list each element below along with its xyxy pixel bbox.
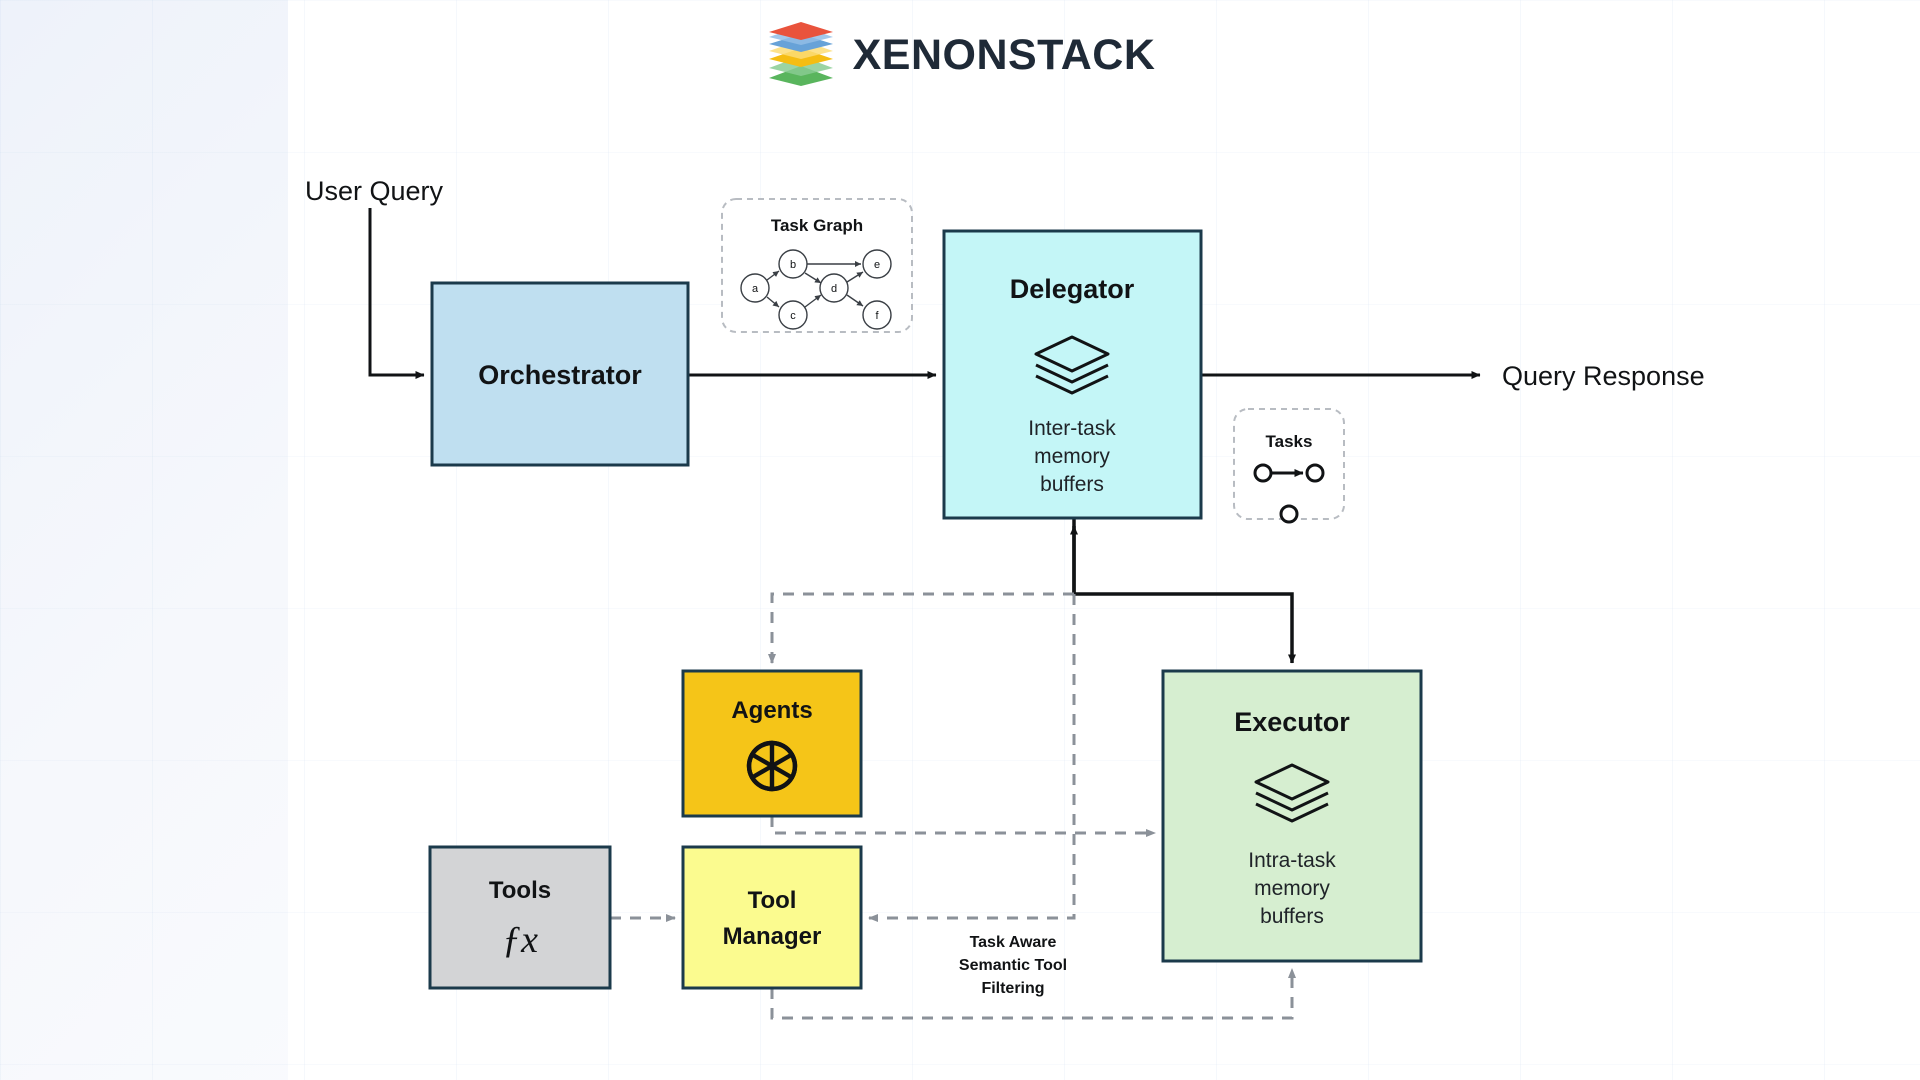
node-agents[interactable]: Agents <box>681 669 863 818</box>
graph-edge-b-d <box>804 272 822 284</box>
tool-manager-box[interactable] <box>681 845 863 990</box>
graph-edge-c-d <box>804 294 822 308</box>
graph-edge-d-f <box>846 294 864 307</box>
tools-box[interactable] <box>428 845 612 990</box>
node-orchestrator[interactable]: Orchestrator <box>430 281 690 467</box>
query-response-label: Query Response <box>1502 361 1705 391</box>
orchestrator-box[interactable] <box>430 281 690 467</box>
delegator-label: Delegator <box>1010 274 1135 304</box>
node-delegator[interactable]: Delegator Inter-task memory buffers <box>942 229 1203 520</box>
openai-swirl-icon <box>746 740 798 792</box>
semantic-filtering-edge-label: Task Aware Semantic Tool Filtering <box>959 934 1067 997</box>
filter-label-line-1: Task Aware <box>970 934 1057 951</box>
task-graph-callout: Task Graph a b c d e f <box>721 198 913 333</box>
task-graph-title: Task Graph <box>771 216 863 235</box>
agents-label: Agents <box>731 697 812 724</box>
tasks-callout-box <box>1233 408 1345 520</box>
graph-node-d <box>819 273 849 303</box>
graph-node-b <box>778 249 808 279</box>
layers-icon <box>1034 335 1110 395</box>
tasks-glyph <box>1253 463 1325 524</box>
graph-node-a-label: a <box>752 283 759 295</box>
executor-label: Executor <box>1234 707 1350 737</box>
edge-delegator-to-agents <box>768 592 1074 664</box>
filter-label-line-3: Filtering <box>981 980 1044 997</box>
graph-node-d-label: d <box>831 283 837 295</box>
graph-node-b-label: b <box>790 259 796 271</box>
graph-node-f-label: f <box>875 310 879 322</box>
graph-node-e-label: e <box>874 259 880 271</box>
edge-filter-to-tool-manager <box>868 594 1076 922</box>
delegator-sub-line-2: memory <box>1034 445 1110 468</box>
brand-header: XENONSTACK <box>0 22 1920 88</box>
fx-icon: ƒx <box>502 919 538 961</box>
node-tools[interactable]: Tools ƒx <box>428 845 612 990</box>
tasks-title: Tasks <box>1266 432 1313 451</box>
executor-box[interactable] <box>1161 669 1423 963</box>
graph-node-c-label: c <box>790 310 796 322</box>
tool-manager-label-line-2: Manager <box>723 923 822 950</box>
edge-user-query-to-orchestrator <box>368 208 425 379</box>
task-graph-edges <box>766 261 864 308</box>
user-query-label: User Query <box>305 176 444 206</box>
executor-sub-line-3: buffers <box>1260 905 1324 928</box>
delegator-box[interactable] <box>942 229 1203 520</box>
tasks-callout: Tasks <box>1233 408 1345 524</box>
graph-edge-a-b <box>766 270 780 281</box>
brand-name: XENONSTACK <box>852 30 1156 79</box>
filter-label-line-2: Semantic Tool <box>959 957 1067 974</box>
delegator-sub-line-1: Inter-task <box>1028 417 1116 440</box>
graph-edge-a-c <box>766 296 780 308</box>
stacked-layers-logo-icon <box>768 22 833 86</box>
dashed-edges-group <box>610 592 1296 1020</box>
graph-node-c <box>778 300 808 330</box>
node-tool-manager[interactable]: Tool Manager <box>681 845 863 990</box>
edge-agents-to-executor <box>770 816 1156 837</box>
executor-sub-line-2: memory <box>1254 877 1330 900</box>
edge-tool-manager-to-executor <box>770 968 1296 1020</box>
tool-manager-label-line-1: Tool <box>748 887 797 914</box>
solid-edges-group <box>368 208 1481 664</box>
orchestrator-label: Orchestrator <box>478 360 642 390</box>
node-executor[interactable]: Executor Intra-task memory buffers <box>1161 669 1423 963</box>
executor-sub-line-1: Intra-task <box>1248 849 1336 872</box>
tools-label: Tools <box>489 877 551 904</box>
delegator-sub-line-3: buffers <box>1040 473 1104 496</box>
graph-edge-d-e <box>846 271 864 283</box>
graph-node-a <box>740 273 770 303</box>
graph-node-f <box>862 300 892 330</box>
layers-icon-executor <box>1254 763 1330 823</box>
task-graph-nodes: a b c d e f <box>740 249 892 330</box>
edge-delegator-to-executor <box>1072 518 1296 664</box>
graph-node-e <box>862 249 892 279</box>
